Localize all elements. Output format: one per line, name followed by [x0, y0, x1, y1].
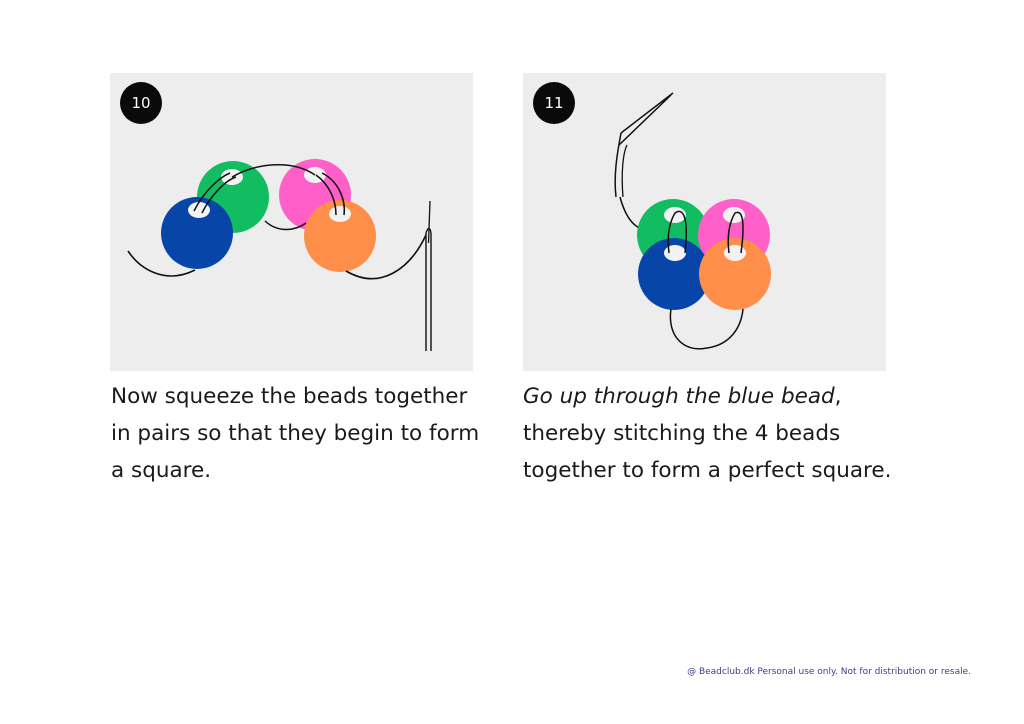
thread-tail-right: [345, 234, 427, 280]
bead-hole: [664, 245, 686, 261]
step-11-illustration: 11: [523, 73, 886, 371]
bead-hole: [724, 245, 746, 261]
thread-bottom-loop: [669, 308, 744, 350]
step-10-illustration: 10: [110, 73, 473, 371]
bead-orange: [699, 238, 771, 310]
bead-hole: [664, 207, 686, 223]
thread-middle: [264, 220, 307, 231]
needle-eye: [614, 132, 622, 198]
bead-hole: [329, 206, 351, 222]
thread-through-orange: [727, 211, 744, 254]
thread-through-pink: [315, 174, 337, 216]
beading-diagram-step-11: [614, 92, 771, 350]
caption-text: , thereby stitching the 4 beads together…: [523, 384, 892, 483]
needle-icon: [425, 227, 432, 351]
step-11-caption: Go up through the blue bead, thereby sti…: [523, 378, 903, 489]
needle-tip: [427, 200, 431, 244]
bead-orange: [304, 200, 376, 272]
bead-blue: [161, 197, 233, 269]
bead-blue: [638, 238, 710, 310]
caption-emphasis: Go up through the blue bead: [523, 384, 835, 409]
beading-diagram-step-10: [127, 159, 432, 351]
needle-icon: [618, 92, 674, 146]
copyright-footer: @ Beadclub.dk Personal use only. Not for…: [687, 667, 971, 677]
thread-through-pink: [321, 172, 346, 216]
thread-top: [231, 164, 316, 178]
thread-through-blue: [201, 176, 237, 214]
needle-eye: [621, 144, 628, 198]
thread-through-blue: [667, 210, 687, 254]
bead-hole: [188, 202, 210, 218]
thread-through-blue: [193, 172, 231, 212]
step-number-badge: 11: [533, 82, 575, 124]
thread-tail-left: [127, 250, 196, 277]
step-10-caption: Now squeeze the beads together in pairs …: [111, 384, 480, 483]
step-number-badge: 10: [120, 82, 162, 124]
